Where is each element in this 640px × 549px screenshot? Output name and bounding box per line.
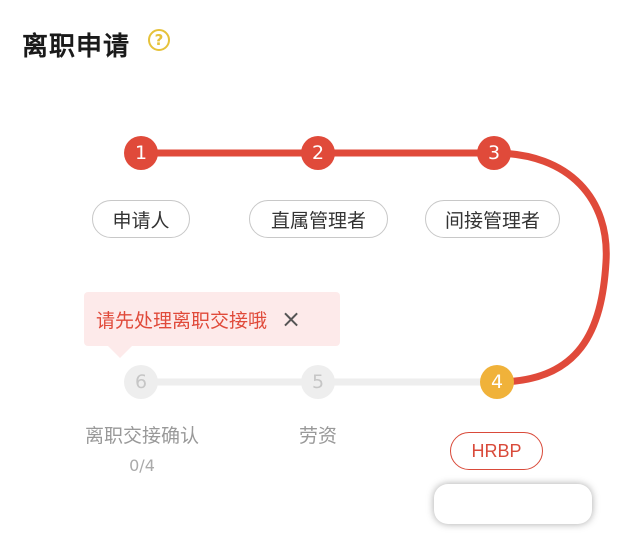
step-6-node: 6 — [124, 365, 158, 399]
step-1-label[interactable]: 申请人 — [92, 200, 190, 238]
step-1-node: 1 — [124, 136, 158, 170]
close-icon[interactable]: × — [281, 305, 302, 333]
step-5-label: 劳资 — [298, 425, 337, 447]
page-title: 离职申请 — [22, 32, 131, 62]
step-5-node: 5 — [301, 365, 335, 399]
step-6-progress: 0/4 — [129, 456, 155, 475]
step-6-label: 离职交接确认 — [84, 425, 199, 447]
step-3-node: 3 — [477, 136, 511, 170]
handover-toast: 请先处理离职交接哦 × — [84, 292, 340, 358]
redacted-card — [434, 484, 592, 524]
step-2-label[interactable]: 直属管理者 — [249, 200, 388, 238]
toast-message: 请先处理离职交接哦 — [96, 309, 268, 332]
step-4-node: 4 — [480, 365, 514, 399]
help-icon[interactable]: ? — [148, 29, 170, 51]
step-4-label[interactable]: HRBP — [450, 432, 543, 470]
track-completed — [137, 149, 610, 386]
step-2-node: 2 — [301, 136, 335, 170]
step-3-label[interactable]: 间接管理者 — [425, 200, 560, 238]
